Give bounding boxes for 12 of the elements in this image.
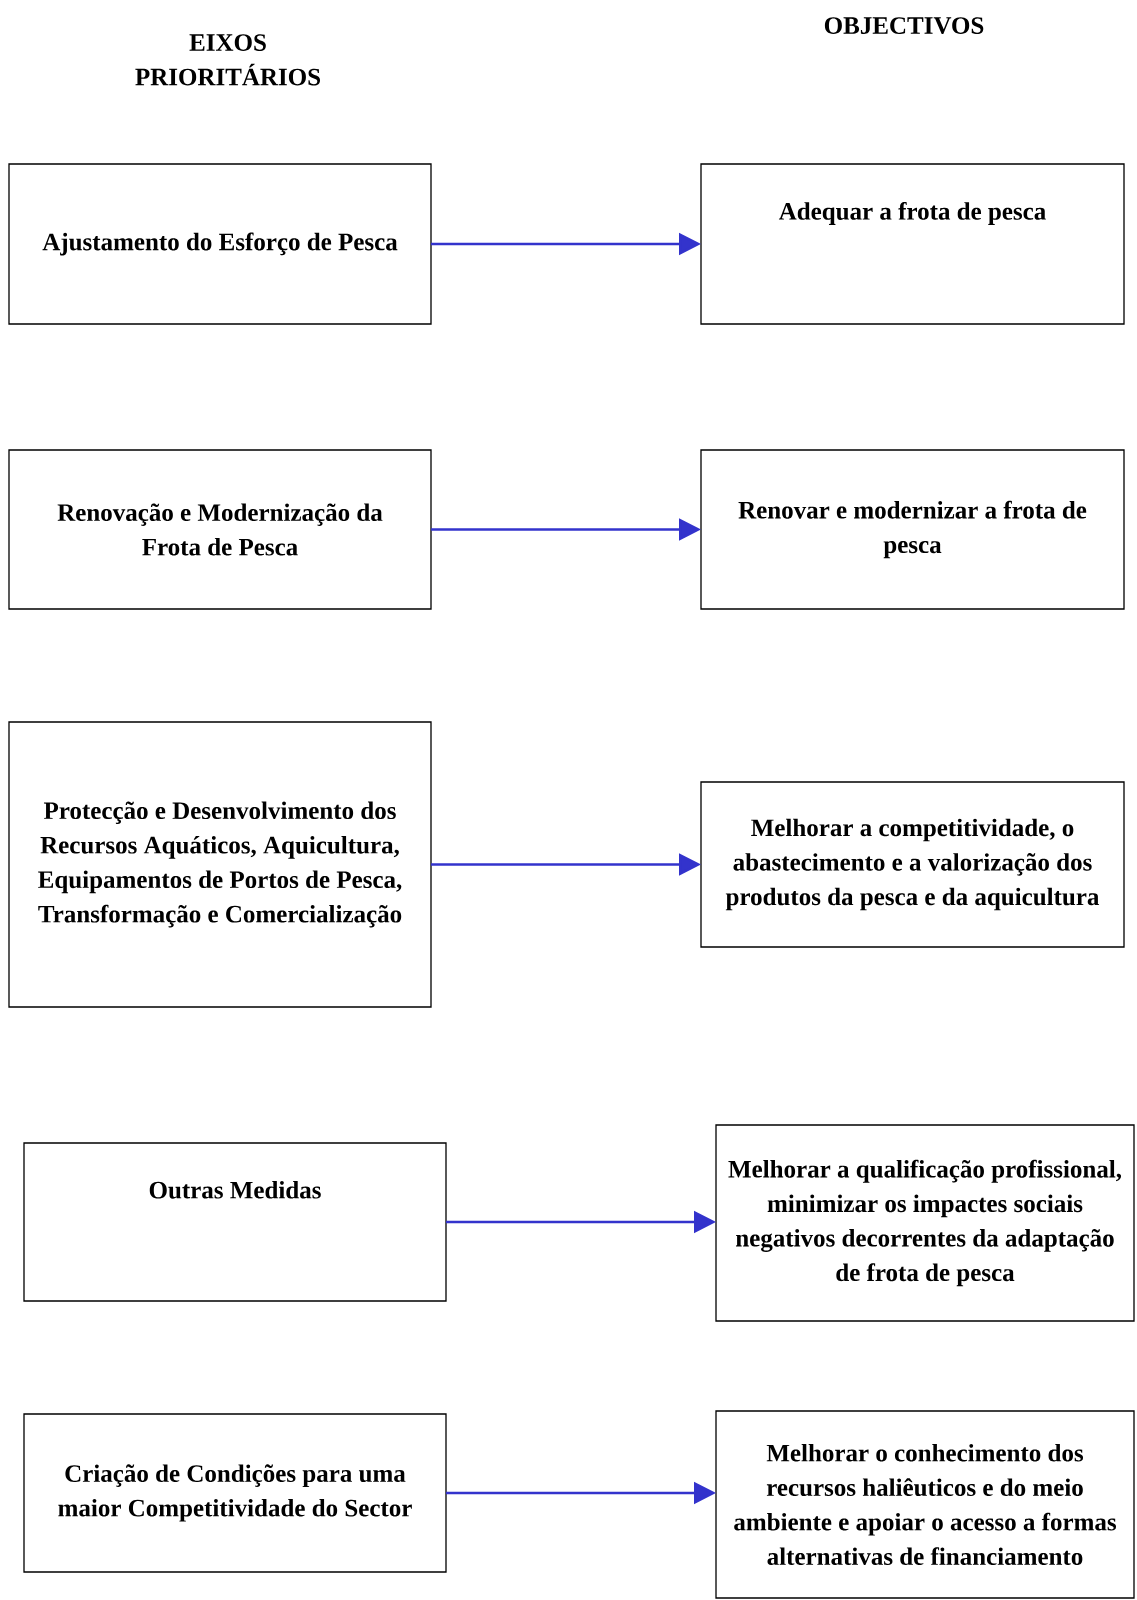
column-heading: OBJECTIVOS bbox=[824, 17, 984, 35]
box: Renovação e Modernização da Frota de Pesca bbox=[8, 449, 432, 610]
box: Outras Medidas bbox=[23, 1142, 447, 1302]
box: Ajustamento do Esforço de Pesca bbox=[8, 163, 432, 325]
box: Melhorar a qualificação profissional, minimizar os impactes sociais negativos decorrentes da adaptação de frota de pesca bbox=[715, 1124, 1135, 1322]
box: Protecção e Desenvolvimento dos Recursos Aquáticos, Aquicultura, Equipamentos de Portos de Pesca, Transformação e Comercialização bbox=[8, 721, 432, 1008]
box: Melhorar o conhecimento dos recursos haliêuticos e do meio ambiente e apoiar o acesso a formas alternativas de financiamento bbox=[715, 1410, 1135, 1599]
box: Adequar a frota de pesca bbox=[700, 163, 1125, 325]
box: Criação de Condições para uma maior Competitividade do Sector bbox=[23, 1413, 447, 1573]
column-heading: EIXOS PRIORITÁRIOS bbox=[135, 34, 320, 86]
box: Melhorar a competitividade, o abastecimento e a valorização dos produtos da pesca e da aquicultura bbox=[700, 781, 1125, 948]
box: Renovar e modernizar a frota de pesca bbox=[700, 449, 1125, 610]
